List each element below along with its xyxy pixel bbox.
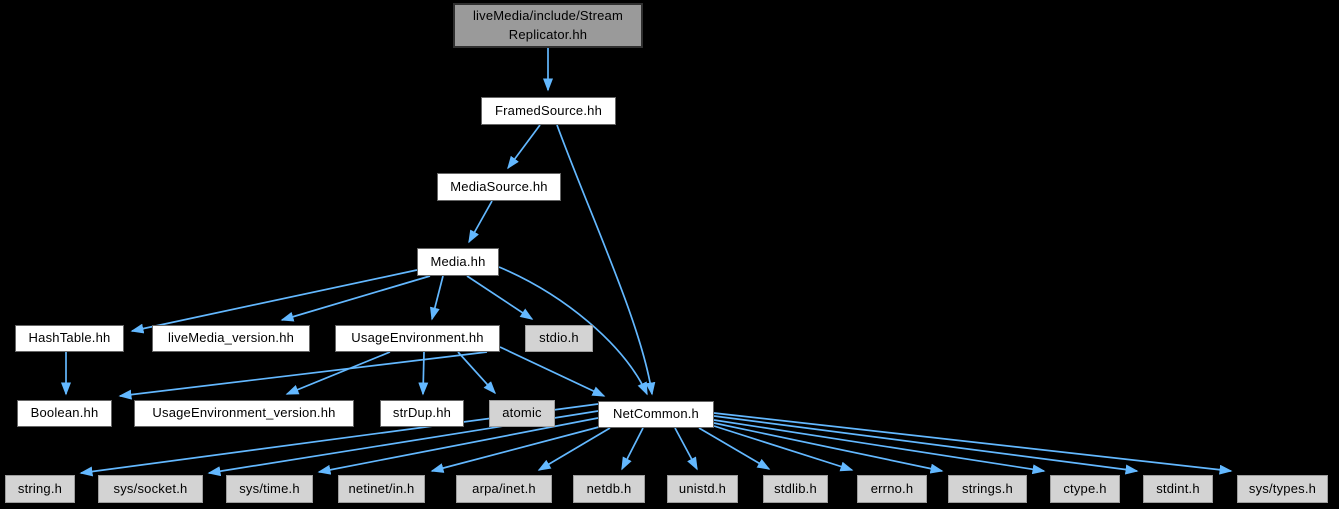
node-UsageEnvironment_version[interactable]: UsageEnvironment_version.hh [134, 400, 354, 427]
edge-NetCommon-stdint [713, 415, 1139, 475]
node-netdb: netdb.h [573, 475, 645, 503]
edge-NetCommon-netinet_in [430, 426, 600, 473]
node-sys_socket: sys/socket.h [98, 475, 203, 503]
edge-NetCommon-netdb [621, 427, 644, 471]
node-FramedSource[interactable]: FramedSource.hh [481, 97, 616, 125]
edge-FramedSource-MediaSource [507, 124, 541, 170]
node-Boolean[interactable]: Boolean.hh [17, 400, 112, 427]
node-stdlib: stdlib.h [763, 475, 828, 503]
edge-UsageEnvironment-atomic [457, 351, 497, 395]
edge-FramedSource-NetCommon [556, 124, 656, 396]
node-HashTable[interactable]: HashTable.hh [15, 325, 124, 352]
node-unistd: unistd.h [667, 475, 738, 503]
node-strDup[interactable]: strDup.hh [380, 400, 464, 427]
node-Media[interactable]: Media.hh [417, 248, 499, 276]
edge-NetCommon-sys_types [713, 412, 1233, 475]
edge-NetCommon-unistd [674, 427, 698, 471]
node-NetCommon[interactable]: NetCommon.h [598, 401, 714, 428]
node-MediaSource[interactable]: MediaSource.hh [437, 173, 561, 201]
node-stdint: stdint.h [1143, 475, 1213, 503]
edge-UsageEnvironment-UsageEnvironment_version [285, 351, 391, 395]
node-StreamReplicator: liveMedia/include/Stream Replicator.hh [453, 3, 643, 48]
node-sys_time: sys/time.h [226, 475, 313, 503]
node-netinet_in: netinet/in.h [338, 475, 425, 503]
node-stdio: stdio.h [525, 325, 593, 352]
edge-UsageEnvironment-Boolean [118, 351, 488, 400]
node-atomic: atomic [489, 400, 555, 427]
edge-MediaSource-Media [468, 200, 493, 244]
edge-Media-liveMedia_version [280, 275, 431, 322]
edge-NetCommon-ctype [713, 419, 1046, 475]
edge-Media-UsageEnvironment [430, 275, 444, 321]
node-errno: errno.h [857, 475, 927, 503]
edge-Media-stdio [466, 275, 534, 320]
edge-Media-NetCommon [498, 266, 648, 396]
edge-NetCommon-sys_time [317, 417, 599, 475]
node-liveMedia_version[interactable]: liveMedia_version.hh [152, 325, 310, 352]
node-arpa_inet: arpa/inet.h [456, 475, 552, 503]
edge-NetCommon-stdlib [698, 427, 771, 470]
node-ctype: ctype.h [1050, 475, 1120, 503]
edge-UsageEnvironment-strDup [418, 351, 429, 396]
node-UsageEnvironment[interactable]: UsageEnvironment.hh [335, 325, 500, 352]
edge-NetCommon-strings [713, 422, 944, 474]
edge-Media-HashTable [130, 269, 418, 334]
node-sys_types: sys/types.h [1237, 475, 1328, 503]
edge-NetCommon-errno [713, 425, 854, 472]
node-strings: strings.h [948, 475, 1027, 503]
node-string: string.h [5, 475, 75, 503]
edge-NetCommon-arpa_inet [537, 427, 611, 471]
edge-UsageEnvironment-NetCommon [499, 346, 606, 397]
